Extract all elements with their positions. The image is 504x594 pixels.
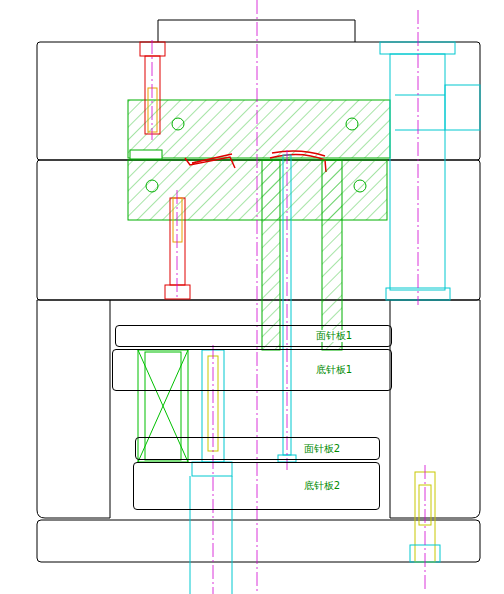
guide-pillar — [380, 42, 480, 300]
ejector-plate: 面针板1 — [115, 325, 392, 347]
ejector-plate: 面针板2 — [135, 437, 380, 460]
ejector-sleeve — [322, 160, 342, 350]
product — [185, 151, 326, 172]
locating-ring — [158, 20, 355, 42]
spacer-block — [37, 300, 110, 518]
ejector-plate: 底针板2 — [133, 462, 380, 510]
ejector-sleeve — [262, 160, 280, 350]
plate-label: 底针板1 — [315, 364, 353, 376]
ejector-plate: 底针板1 — [112, 349, 392, 391]
return-pin — [190, 350, 232, 594]
cavity-insert — [128, 100, 390, 158]
b-plate — [37, 160, 480, 300]
plate-label: 底针板2 — [303, 480, 341, 492]
plate-label: 面针板1 — [315, 330, 353, 342]
screw — [140, 42, 190, 299]
top-clamp-plate — [37, 42, 480, 160]
bottom-clamp-plate — [37, 520, 480, 562]
core-insert — [128, 160, 387, 220]
spring — [138, 350, 188, 462]
plate-label: 面针板2 — [303, 443, 341, 455]
